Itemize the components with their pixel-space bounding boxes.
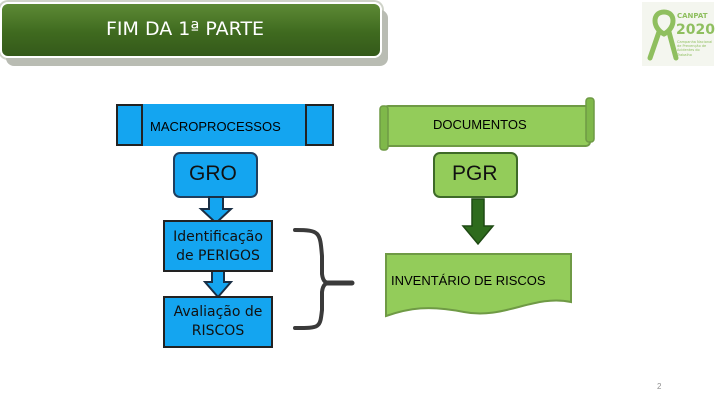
avaliacao-label: Avaliação de RISCOS	[173, 304, 263, 339]
gro-box	[173, 152, 258, 198]
ident-down-arrow-icon	[202, 270, 234, 299]
gro-label: GRO	[189, 162, 237, 185]
macroprocessos-header-inner	[141, 104, 307, 146]
page-number: 2	[657, 382, 662, 391]
bracket-connector	[293, 228, 355, 330]
logo-year-text: 2020	[676, 22, 715, 38]
pgr-down-arrow-icon	[461, 198, 495, 246]
logo-canpat-text: CANPAT	[677, 12, 708, 20]
avaliacao-box	[163, 296, 273, 348]
inventario-document-shape	[385, 253, 572, 318]
slide-title: FIM DA 1ª PARTE	[106, 18, 265, 40]
green-ribbon-icon	[647, 9, 679, 61]
title-banner	[0, 2, 382, 58]
macroprocessos-label: MACROPROCESSOS	[150, 119, 281, 134]
inventario-label: INVENTÁRIO DE RISCOS	[391, 273, 546, 288]
gro-down-arrow-icon	[198, 196, 234, 225]
canpat-logo	[642, 2, 714, 66]
documentos-scroll-shape	[379, 97, 595, 151]
documentos-label: DOCUMENTOS	[433, 117, 527, 132]
pgr-box	[433, 152, 518, 198]
pgr-label: PGR	[452, 162, 498, 185]
identificacao-label: Identificação de PERIGOS	[173, 229, 263, 264]
identificacao-box	[163, 220, 273, 272]
logo-subtitle: Campanha Nacional de Prevenção de Aciden…	[677, 40, 713, 57]
